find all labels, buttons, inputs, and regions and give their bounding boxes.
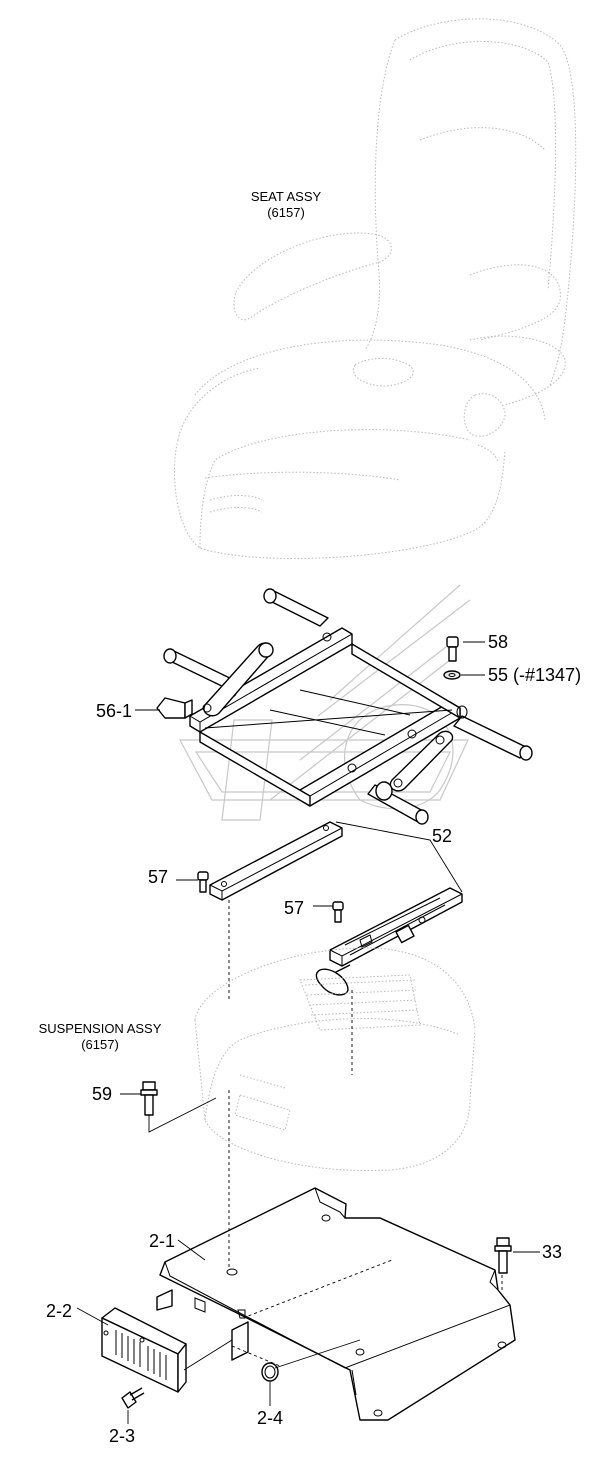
seat-assy-code: (6157): [267, 205, 305, 220]
slide-rail-right: [315, 887, 463, 996]
suspension-assy-name: SUSPENSION ASSY: [38, 1021, 162, 1036]
part-label-2-1: 2-1: [149, 1231, 176, 1251]
base-plate: [156, 1187, 516, 1421]
leader-lines: [76, 641, 540, 1424]
bolt-33: [494, 1237, 512, 1274]
part-label-52: 52: [432, 826, 453, 846]
screw-2-3: [121, 1387, 145, 1409]
screw-57-left: [197, 871, 209, 893]
part-label-2-3: 2-3: [109, 1426, 136, 1446]
part-label-2-2: 2-2: [46, 1301, 73, 1321]
screw-57-right: [332, 901, 344, 923]
part-label-57-right: 57: [284, 898, 305, 918]
suspension-assy-code: (6157): [81, 1037, 119, 1052]
part-label-57-left: 57: [148, 867, 169, 887]
suspension-assembly-outline: [194, 947, 476, 1172]
washer-55: [443, 670, 461, 680]
part-label-56-1: 56-1: [96, 701, 133, 721]
part-label-58: 58: [488, 632, 509, 652]
part-label-59: 59: [92, 1084, 113, 1104]
part-label-2-4: 2-4: [257, 1408, 284, 1428]
seat-assy-title: SEAT ASSY (6157): [232, 189, 340, 221]
screw-58: [446, 636, 459, 662]
slider-frame: [156, 588, 533, 825]
part-label-33: 33: [542, 1242, 563, 1262]
seat-assembly-outline: [174, 18, 577, 559]
grommet-2-4: [261, 1362, 279, 1382]
suspension-assy-title: SUSPENSION ASSY (6157): [16, 1021, 184, 1053]
part-label-55: 55 (-#1347): [488, 665, 582, 685]
seat-assy-name: SEAT ASSY: [250, 189, 322, 204]
grille-cover: [101, 1307, 187, 1393]
slide-rail-left: [209, 821, 343, 901]
bolt-59: [140, 1081, 158, 1116]
